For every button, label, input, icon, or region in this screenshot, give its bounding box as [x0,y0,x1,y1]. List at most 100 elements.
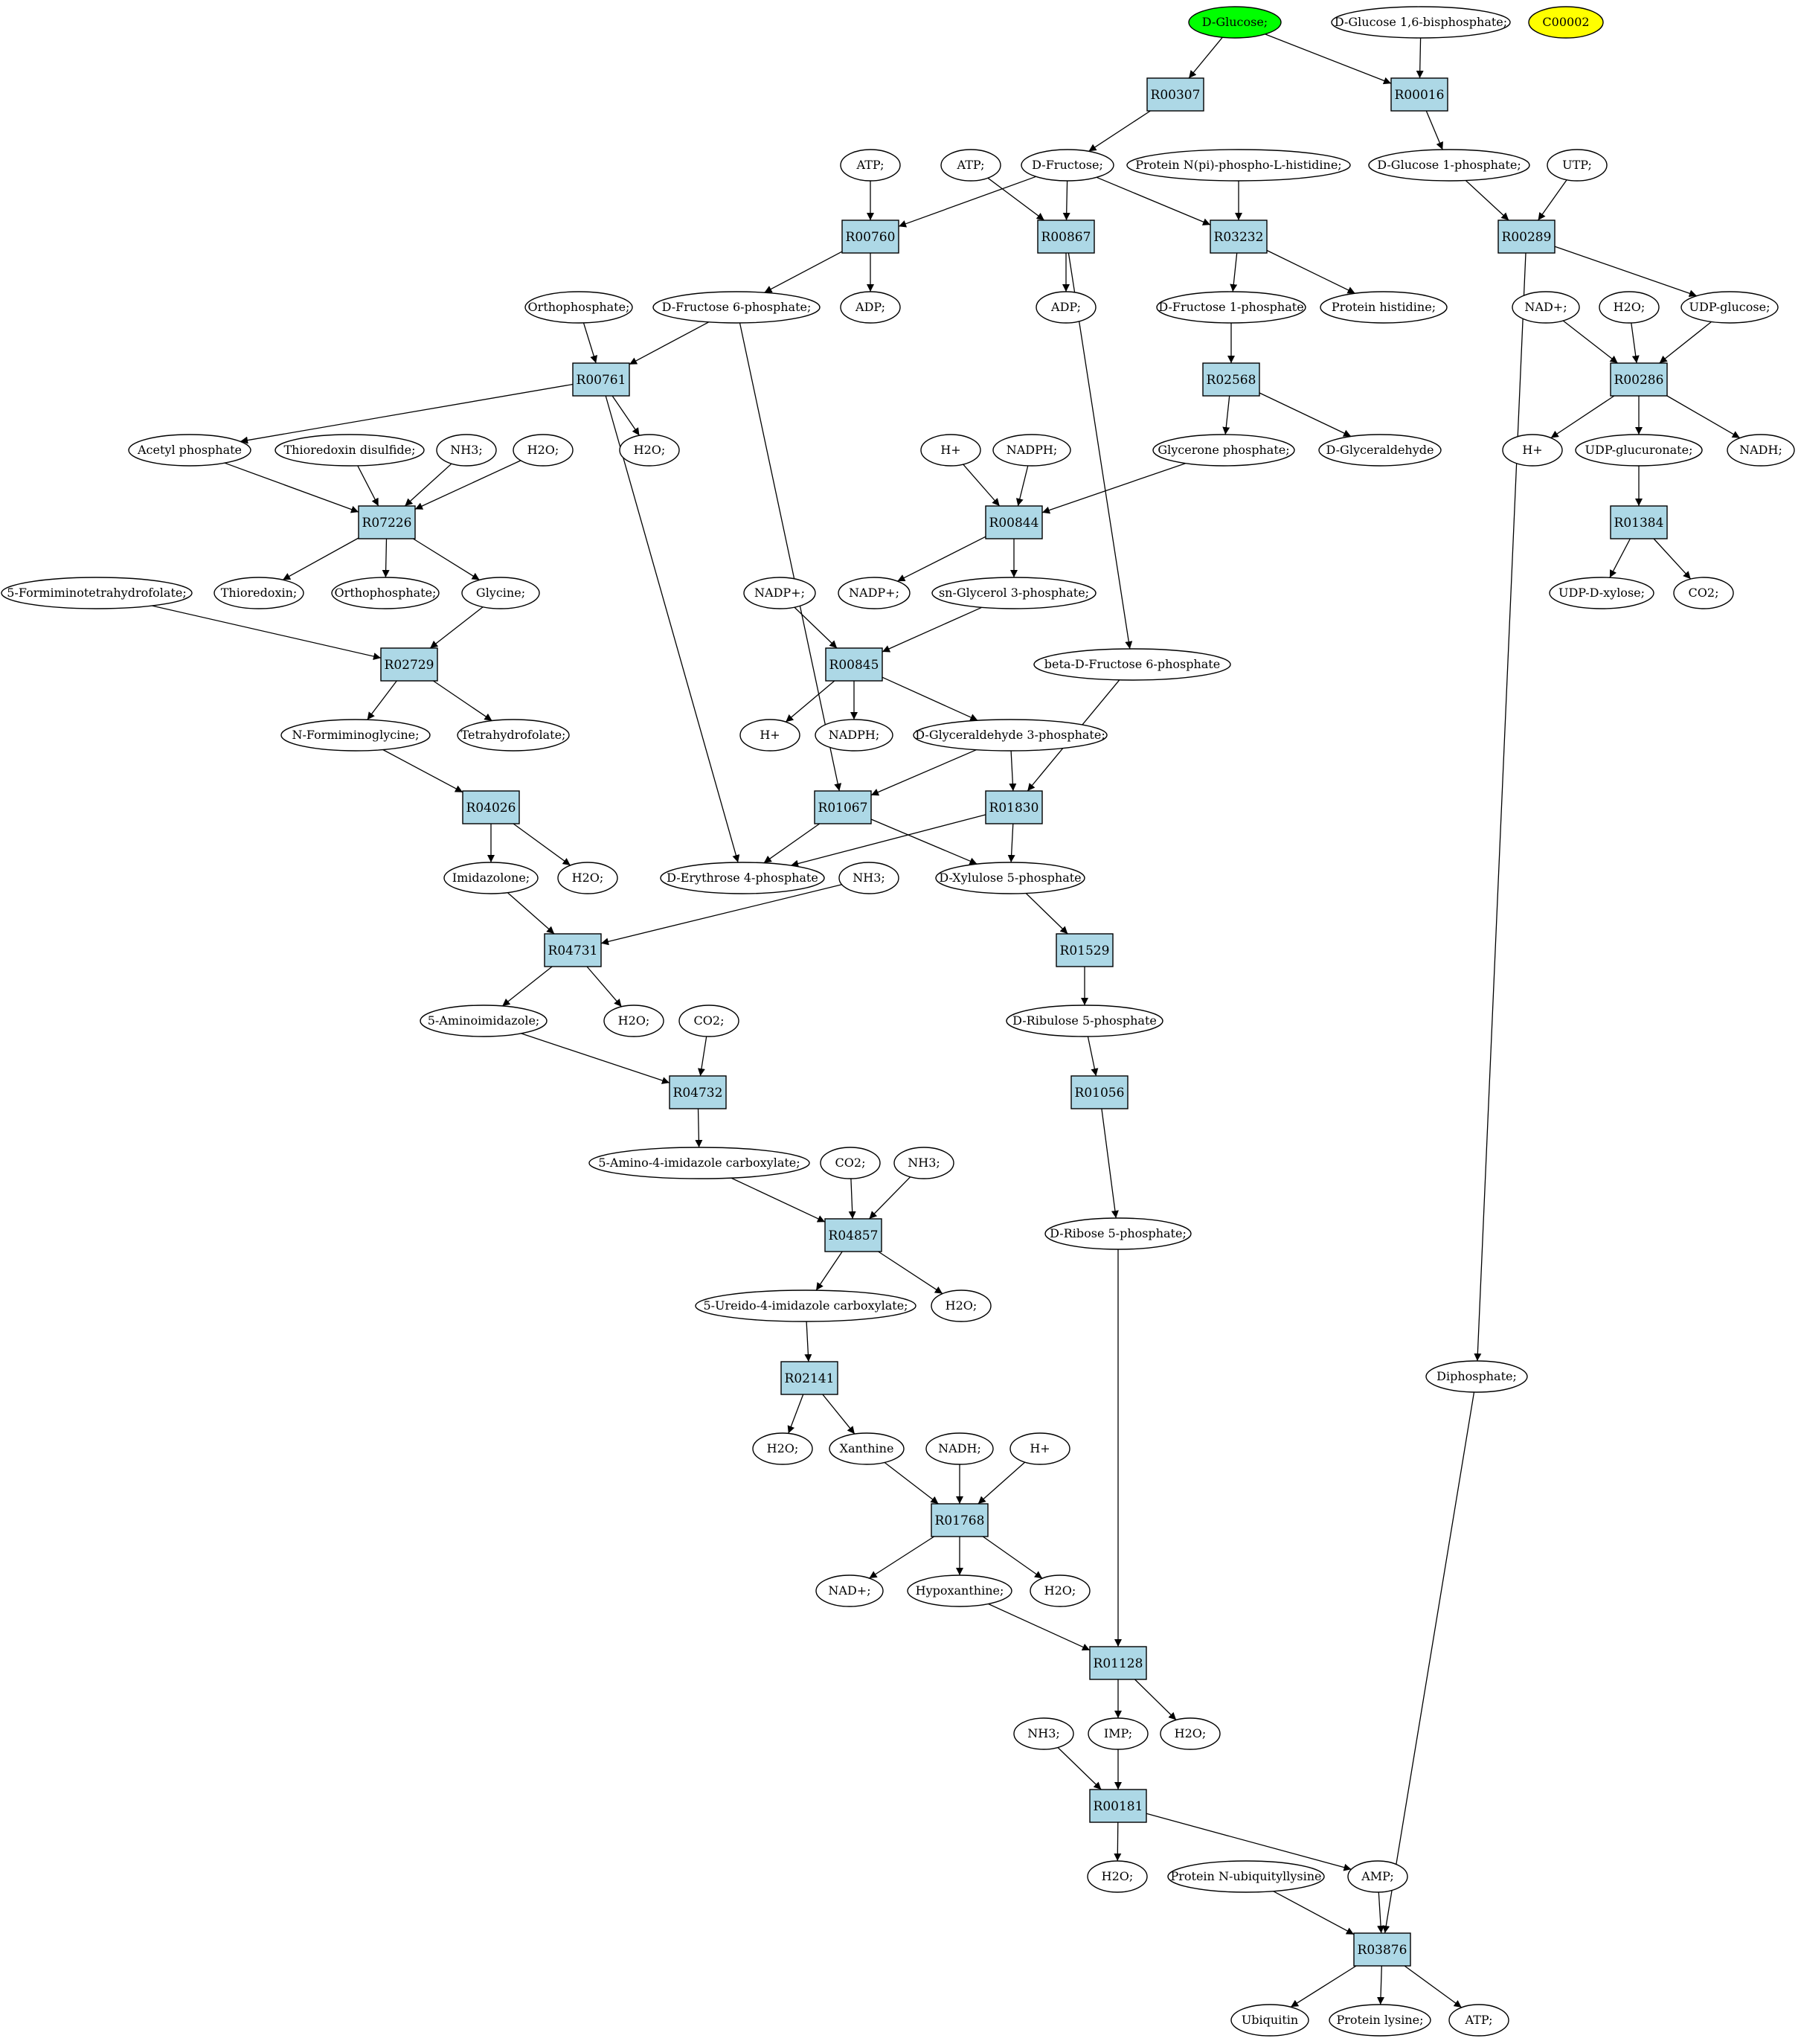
compound-node[interactable]: H2O; [1030,1574,1091,1607]
compound-node[interactable]: Tetrahydrofolate; [457,719,570,752]
compound-node[interactable]: H2O; [1599,291,1660,324]
compound-node[interactable]: Protein N-ubiquityllysine [1167,1860,1325,1893]
reaction-node[interactable]: R01768 [931,1503,989,1537]
compound-node[interactable]: Acetyl phosphate [128,434,251,467]
reaction-node[interactable]: R04732 [669,1075,727,1109]
compound-node[interactable]: UDP-glucose; [1680,291,1779,324]
compound-node[interactable]: H2O; [619,434,680,467]
compound-node[interactable]: NAD+; [1512,291,1580,324]
reaction-node[interactable]: R00307 [1146,77,1204,112]
reaction-node[interactable]: R02568 [1202,362,1260,397]
compound-node[interactable]: IMP; [1088,1717,1149,1750]
compound-node[interactable]: NH3; [436,434,497,467]
compound-node[interactable]: Protein lysine; [1329,2004,1431,2037]
compound-node[interactable]: D-Fructose 6-phosphate; [652,291,821,324]
compound-node[interactable]: D-Glucose 1-phosphate; [1368,149,1530,182]
reaction-node[interactable]: R00760 [841,220,899,254]
reaction-node[interactable]: R01830 [985,790,1043,824]
reaction-node[interactable]: R01128 [1089,1646,1147,1680]
compound-node[interactable]: ADP; [840,291,901,324]
compound-node[interactable]: Xanthine [829,1432,905,1465]
compound-node[interactable]: sn-Glycerol 3-phosphate; [931,577,1097,609]
compound-node[interactable]: ATP; [1448,2004,1509,2037]
compound-node[interactable]: 5-Formiminotetrahydrofolate; [1,577,193,609]
compound-node[interactable]: C00002 [1528,6,1604,39]
compound-node[interactable]: CO2; [1673,577,1734,609]
compound-node[interactable]: D-Ribulose 5-phosphate [1006,1005,1163,1037]
compound-node[interactable]: H2O; [752,1432,813,1465]
reaction-node[interactable]: R01529 [1056,933,1114,967]
compound-node[interactable]: H+ [739,719,800,752]
compound-node[interactable]: D-Glyceraldehyde 3-phosphate; [913,719,1108,752]
reaction-node[interactable]: R03232 [1210,220,1268,254]
compound-node[interactable]: D-Fructose; [1021,149,1114,182]
compound-node[interactable]: beta-D-Fructose 6-phosphate [1033,648,1231,681]
compound-node[interactable]: CO2; [678,1005,739,1037]
reaction-node[interactable]: R03876 [1353,1932,1411,1967]
compound-node[interactable]: D-Erythrose 4-phosphate [660,862,825,894]
compound-node[interactable]: H2O; [931,1289,992,1322]
reaction-node[interactable]: R07226 [358,505,416,539]
reaction-node[interactable]: R01056 [1070,1075,1129,1109]
compound-node[interactable]: D-Glucose 1,6-bisphosphate; [1331,6,1511,39]
compound-node[interactable]: Thioredoxin; [214,577,304,609]
reaction-node[interactable]: R00289 [1497,220,1556,254]
compound-node[interactable]: ADP; [1036,291,1097,324]
compound-node[interactable]: D-Fructose 1-phosphate [1156,291,1306,324]
compound-node[interactable]: H+ [920,434,981,467]
compound-node[interactable]: H2O; [557,862,618,894]
compound-node[interactable]: Orthophosphate; [331,577,440,609]
compound-node[interactable]: 5-Amino-4-imidazole carboxylate; [588,1147,810,1179]
compound-node[interactable]: 5-Aminoimidazole; [420,1005,548,1037]
compound-node[interactable]: Ubiquitin [1230,2004,1309,2037]
reaction-node[interactable]: R04857 [824,1218,882,1252]
compound-node[interactable]: UDP-glucuronate; [1575,434,1703,467]
compound-node[interactable]: Diphosphate; [1425,1360,1528,1393]
compound-node[interactable]: Glycerone phosphate; [1152,434,1295,467]
compound-node[interactable]: AMP; [1347,1860,1408,1893]
compound-node[interactable]: NADH; [1727,434,1795,467]
reaction-node[interactable]: R00867 [1037,220,1095,254]
compound-node[interactable]: NADH; [925,1432,994,1465]
reaction-node[interactable]: R00181 [1089,1789,1147,1823]
compound-node[interactable]: N-Formiminoglycine; [280,719,431,752]
compound-node[interactable]: ATP; [940,149,1001,182]
compound-node[interactable]: NH3; [1013,1717,1074,1750]
compound-node[interactable]: Thioredoxin disulfide; [275,434,425,467]
compound-node[interactable]: H+ [1502,434,1563,467]
reaction-node[interactable]: R00761 [572,362,630,397]
compound-node[interactable]: NAD+; [815,1574,884,1607]
compound-node[interactable]: Protein N(pi)-phospho-L-histidine; [1126,149,1351,182]
reaction-node[interactable]: R01384 [1610,505,1668,539]
reaction-node[interactable]: R02141 [780,1361,838,1395]
compound-node[interactable]: H+ [1009,1432,1070,1465]
compound-node[interactable]: D-Xylulose 5-phosphate [935,862,1085,894]
compound-node[interactable]: H2O; [1160,1717,1221,1750]
compound-node[interactable]: D-Glyceraldehyde [1318,434,1442,467]
reaction-node[interactable]: R04731 [544,933,602,967]
reaction-node[interactable]: R00286 [1610,362,1668,397]
compound-node[interactable]: NH3; [838,862,899,894]
compound-node[interactable]: D-Ribose 5-phosphate; [1044,1217,1192,1250]
compound-node[interactable]: NH3; [893,1147,954,1179]
compound-node[interactable]: ATP; [840,149,901,182]
compound-node[interactable]: D-Glucose; [1188,6,1282,39]
compound-node[interactable]: NADP+; [743,577,816,609]
reaction-node[interactable]: R00845 [825,647,883,682]
compound-node[interactable]: 5-Ureido-4-imidazole carboxylate; [695,1289,916,1322]
reaction-node[interactable]: R01067 [814,790,872,824]
reaction-node[interactable]: R02729 [380,647,438,682]
compound-node[interactable]: H2O; [513,434,574,467]
reaction-node[interactable]: R00844 [985,505,1043,539]
reaction-node[interactable]: R00016 [1390,77,1448,112]
compound-node[interactable]: UDP-D-xylose; [1549,577,1654,609]
compound-node[interactable]: NADPH; [815,719,893,752]
compound-node[interactable]: UTP; [1547,149,1608,182]
reaction-node[interactable]: R04026 [462,790,520,824]
compound-node[interactable]: H2O; [1087,1860,1148,1893]
compound-node[interactable]: Orthophosphate; [524,291,633,324]
compound-node[interactable]: NADP+; [838,577,911,609]
compound-node[interactable]: Hypoxanthine; [907,1574,1012,1607]
compound-node[interactable]: Protein histidine; [1320,291,1448,324]
compound-node[interactable]: H2O; [603,1005,664,1037]
